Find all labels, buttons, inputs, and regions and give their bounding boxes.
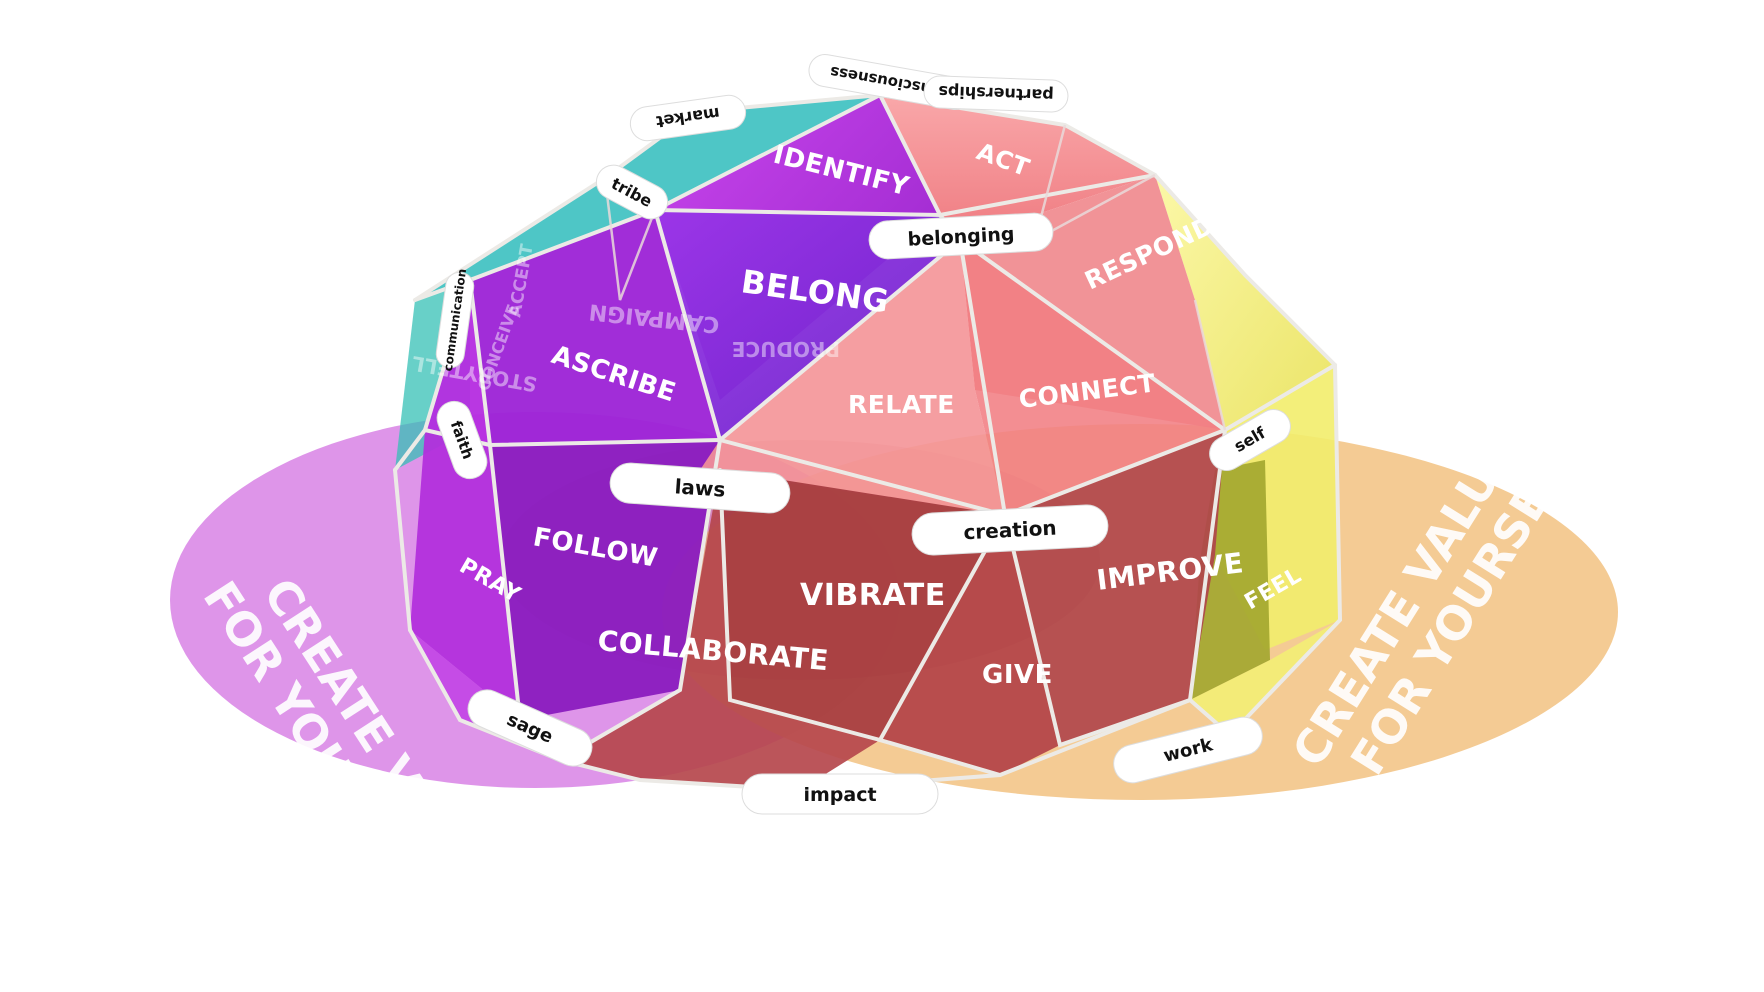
pill-impact-label: impact bbox=[803, 784, 876, 806]
face-pink-act bbox=[880, 95, 1155, 240]
pill-laws: laws bbox=[609, 462, 791, 514]
face-violet-belong bbox=[655, 210, 960, 440]
face-purple-follow bbox=[490, 440, 720, 720]
pill-self: self bbox=[1209, 409, 1291, 471]
pill-work: work bbox=[1113, 716, 1263, 784]
face-red-collaborate bbox=[560, 470, 880, 790]
face-yellow-low bbox=[1190, 620, 1340, 735]
face-pink-relate bbox=[700, 240, 1005, 515]
pill-partnerships-label: partnerships bbox=[938, 82, 1054, 105]
word-vibrate: VIBRATE bbox=[800, 578, 946, 613]
pill-impact: impact bbox=[741, 773, 939, 815]
face-pink-connect bbox=[960, 240, 1225, 515]
pill-creation-label: creation bbox=[963, 516, 1057, 545]
face-red-give bbox=[880, 515, 1060, 775]
word-relate: RELATE bbox=[848, 390, 955, 419]
face-yellow-upper bbox=[1155, 175, 1335, 430]
face-purple-ascribe bbox=[470, 210, 720, 445]
pill-faith: faith bbox=[436, 400, 488, 480]
pill-belonging: belonging bbox=[868, 212, 1054, 260]
ghost-produce: PRODUCE bbox=[732, 337, 840, 361]
pill-laws-label: laws bbox=[674, 474, 726, 501]
pill-market: market bbox=[629, 94, 747, 142]
pill-creation: creation bbox=[911, 504, 1109, 556]
pill-partnerships: partnerships bbox=[923, 75, 1069, 113]
face-purple-pray bbox=[410, 430, 520, 720]
pill-sage: sage bbox=[467, 689, 593, 767]
pill-communication: communication bbox=[435, 268, 475, 372]
word-give: GIVE bbox=[982, 660, 1053, 690]
